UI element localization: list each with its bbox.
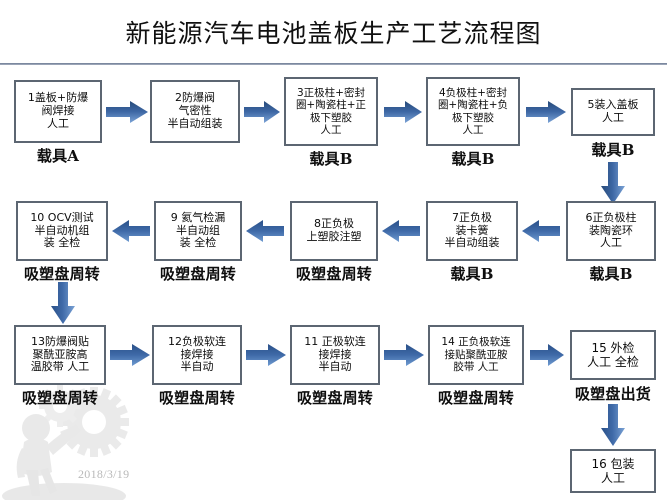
caption-node-10: 吸塑盘周转 — [23, 265, 100, 283]
caption-node-5: 载具B — [591, 141, 635, 159]
node-9-text: 9 氦气检漏 半自动组 装 全检 — [170, 210, 226, 250]
caption-node-7: 载具B — [450, 265, 494, 283]
caption-node-11: 吸塑盘周转 — [296, 389, 373, 407]
node-4-text: 4负极柱+密封 圈+陶瓷柱+负 极下塑胶 人工 — [437, 86, 509, 136]
caption-node-15: 吸塑盘出货 — [574, 385, 651, 403]
arrow-3-to-4 — [384, 100, 422, 124]
node-7-text: 7正负极 装卡簧 半自动组装 — [444, 210, 500, 250]
node-12-text: 12负极软连 接焊接 半自动 — [168, 334, 226, 374]
process-node-9[interactable]: 9 氦气检漏 半自动组 装 全检 — [154, 201, 242, 261]
watermark-date: 2018/3/19 — [78, 467, 130, 481]
node-2-text: 2防爆阀 气密性 半自动组装 — [167, 91, 223, 130]
arrow-15-to-16 — [600, 404, 626, 446]
node-1-text: 1盖板+防爆 阀焊接 人工 — [27, 91, 89, 130]
page-title: 新能源汽车电池盖板生产工艺流程图 — [125, 19, 542, 48]
arrow-7-to-8 — [382, 219, 420, 243]
caption-node-12: 吸塑盘周转 — [158, 389, 235, 407]
node-16-text: 16 包装 人工 — [591, 456, 635, 485]
process-node-16[interactable]: 16 包装 人工 — [570, 449, 656, 493]
caption-node-6: 载具B — [589, 265, 633, 283]
arrow-11-to-14 — [384, 343, 424, 367]
process-node-2[interactable]: 2防爆阀 气密性 半自动组装 — [150, 80, 240, 143]
arrow-14-to-15 — [530, 343, 564, 367]
process-node-4[interactable]: 4负极柱+密封 圈+陶瓷柱+负 极下塑胶 人工 — [426, 77, 520, 146]
arrow-4-to-5 — [526, 100, 566, 124]
caption-node-8: 吸塑盘周转 — [295, 265, 372, 283]
arrow-1-to-2 — [106, 100, 148, 124]
caption-node-9: 吸塑盘周转 — [159, 265, 236, 283]
process-node-8[interactable]: 8正负极 上塑胶注塑 — [290, 201, 378, 261]
node-6-text: 6正负极柱 装陶瓷环 人工 — [585, 210, 637, 250]
process-node-14[interactable]: 14 正负极软连 接贴聚酰亚胺 胶带 人工 — [428, 325, 524, 385]
process-node-7[interactable]: 7正负极 装卡簧 半自动组装 — [426, 201, 518, 261]
arrow-9-to-10 — [112, 219, 150, 243]
process-node-10[interactable]: 10 OCV测试 半自动机组 装 全检 — [16, 201, 108, 261]
arrow-6-to-7 — [522, 219, 560, 243]
caption-node-13: 吸塑盘周转 — [21, 389, 98, 407]
process-node-1[interactable]: 1盖板+防爆 阀焊接 人工 — [14, 80, 102, 143]
arrow-13-to-12 — [110, 343, 150, 367]
caption-node-3: 载具B — [309, 150, 353, 168]
process-node-5[interactable]: 5装入盖板 人工 — [571, 88, 655, 136]
process-node-12[interactable]: 12负极软连 接焊接 半自动 — [152, 325, 242, 385]
node-3-text: 3正极柱+密封 圈+陶瓷柱+正 极下塑胶 人工 — [295, 86, 367, 136]
caption-node-1: 载具A — [36, 147, 80, 165]
node-13-text: 13防爆阀贴 聚酰亚胺高 温胶带 人工 — [30, 334, 90, 374]
process-node-15[interactable]: 15 外检 人工 全检 — [570, 330, 656, 380]
process-node-13[interactable]: 13防爆阀贴 聚酰亚胺高 温胶带 人工 — [14, 325, 106, 385]
process-node-6[interactable]: 6正负极柱 装陶瓷环 人工 — [566, 201, 656, 261]
node-5-text: 5装入盖板 人工 — [587, 98, 639, 124]
process-node-3[interactable]: 3正极柱+密封 圈+陶瓷柱+正 极下塑胶 人工 — [284, 77, 378, 146]
node-8-text: 8正负极 上塑胶注塑 — [306, 217, 362, 243]
node-14-text: 14 正负极软连 接贴聚酰亚胺 胶带 人工 — [441, 336, 511, 374]
title-divider — [0, 63, 667, 65]
arrow-8-to-9 — [246, 219, 284, 243]
node-11-text: 11 正极软连 接焊接 半自动 — [304, 334, 366, 374]
arrow-5-to-6 — [600, 162, 626, 204]
node-10-text: 10 OCV测试 半自动机组 装 全检 — [30, 210, 94, 250]
caption-node-14: 吸塑盘周转 — [437, 389, 514, 407]
caption-node-4: 载具B — [451, 150, 495, 168]
arrow-2-to-3 — [244, 100, 280, 124]
arrow-12-to-11 — [246, 343, 286, 367]
process-node-11[interactable]: 11 正极软连 接焊接 半自动 — [290, 325, 380, 385]
arrow-10-to-13 — [50, 282, 76, 324]
node-15-text: 15 外检 人工 全检 — [587, 340, 639, 369]
